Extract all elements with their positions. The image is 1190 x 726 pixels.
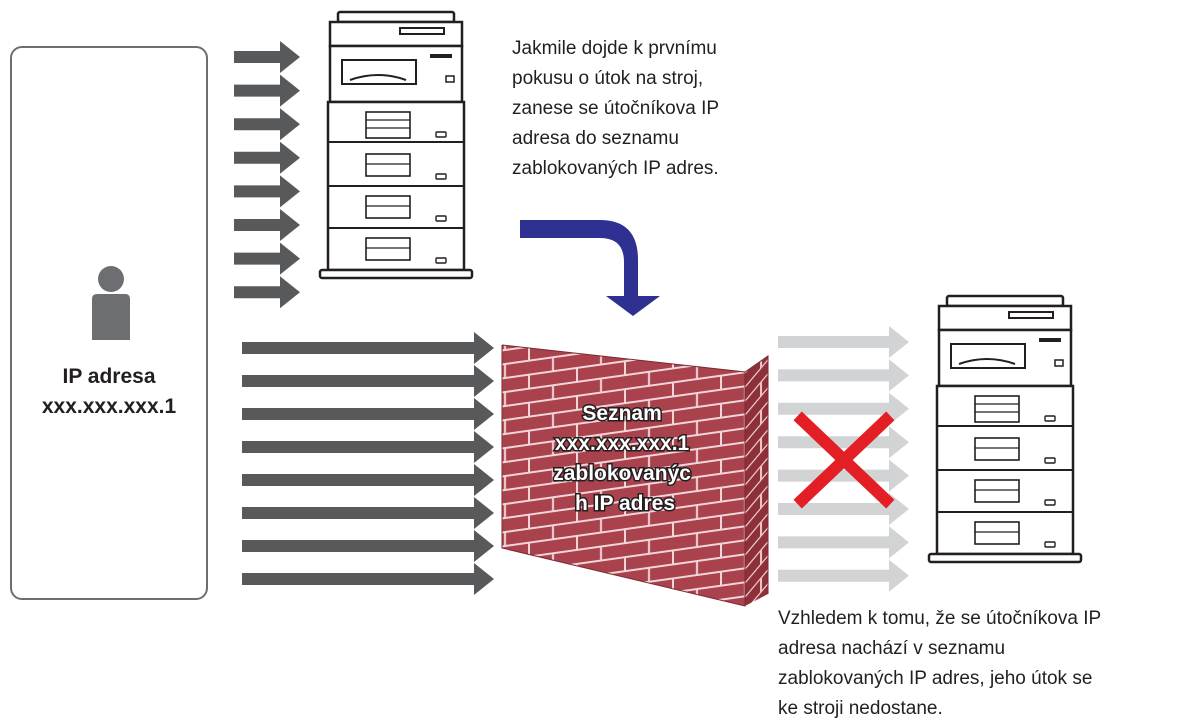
blocked-arrow — [778, 526, 909, 559]
step2-line: adresa nachází v seznamu — [778, 638, 1006, 659]
attack-arrow — [242, 497, 494, 529]
attack-arrow — [242, 464, 494, 496]
attack-arrow — [242, 398, 494, 430]
blocked-arrow — [778, 493, 909, 525]
blocked-arrow — [778, 459, 909, 492]
ip-address-value: xxx.xxx.xxx.1 — [41, 395, 177, 418]
step1-line: zablokovaných IP adres. — [512, 158, 719, 179]
blocklist-text: Seznam xxx.xxx.xxx.1 zablokovanýc h IP a… — [553, 402, 697, 515]
attack-arrow — [234, 141, 300, 174]
attack-arrow — [242, 431, 494, 463]
attack-arrow — [234, 74, 300, 107]
step2-explanation: Vzhledem k tomu, že se útočníkova IP adr… — [778, 604, 1101, 724]
attack-arrow — [234, 276, 300, 309]
step1-explanation: Jakmile dojde k prvnímu pokusu o útok na… — [512, 34, 719, 184]
blocklist-line: xxx.xxx.xxx.1 — [555, 432, 690, 455]
blocked-arrow — [778, 559, 909, 592]
step1-line: pokusu o útok na stroj, — [512, 68, 704, 89]
firewall-wall — [501, 344, 769, 607]
attack-arrow — [234, 209, 300, 241]
blocked-arrow — [778, 359, 909, 392]
attack-arrow — [242, 530, 494, 562]
step1-line: Jakmile dojde k prvnímu — [512, 38, 717, 59]
blocked-x-icon — [793, 411, 895, 509]
person-icon — [92, 266, 130, 340]
step2-line: ke stroji nedostane. — [778, 698, 943, 719]
ip-address-label: IP adresa — [62, 365, 156, 388]
attack-arrow — [234, 108, 300, 141]
attack-arrow — [234, 41, 300, 73]
blocked-arrow — [778, 326, 909, 358]
attack-arrow — [234, 175, 300, 208]
printer-icon — [318, 10, 474, 280]
attack-arrows-group — [242, 332, 494, 595]
attack-arrows-group — [234, 41, 300, 309]
step1-line: zanese se útočníkova IP — [512, 98, 720, 119]
attack-arrow — [234, 242, 300, 275]
attack-arrow — [242, 365, 494, 397]
step1-line: adresa do seznamu — [512, 128, 679, 149]
blocked-arrow — [778, 426, 909, 459]
flow-arrow — [520, 220, 660, 316]
attacker-panel: IP adresa xxx.xxx.xxx.1 — [10, 46, 208, 600]
step2-line: Vzhledem k tomu, že se útočníkova IP — [778, 608, 1102, 629]
attack-arrow — [242, 563, 494, 595]
blocklist-line: zablokovanýc — [553, 462, 691, 485]
blocklist-line: h IP adres — [575, 492, 675, 515]
attack-arrow — [242, 332, 494, 364]
blocklist-line: Seznam — [582, 402, 661, 425]
step2-line: zablokovaných IP adres, jeho útok se — [778, 668, 1093, 689]
printer-icon — [927, 294, 1083, 564]
blocked-arrow — [778, 392, 909, 425]
blocked-arrows-group — [778, 326, 909, 592]
